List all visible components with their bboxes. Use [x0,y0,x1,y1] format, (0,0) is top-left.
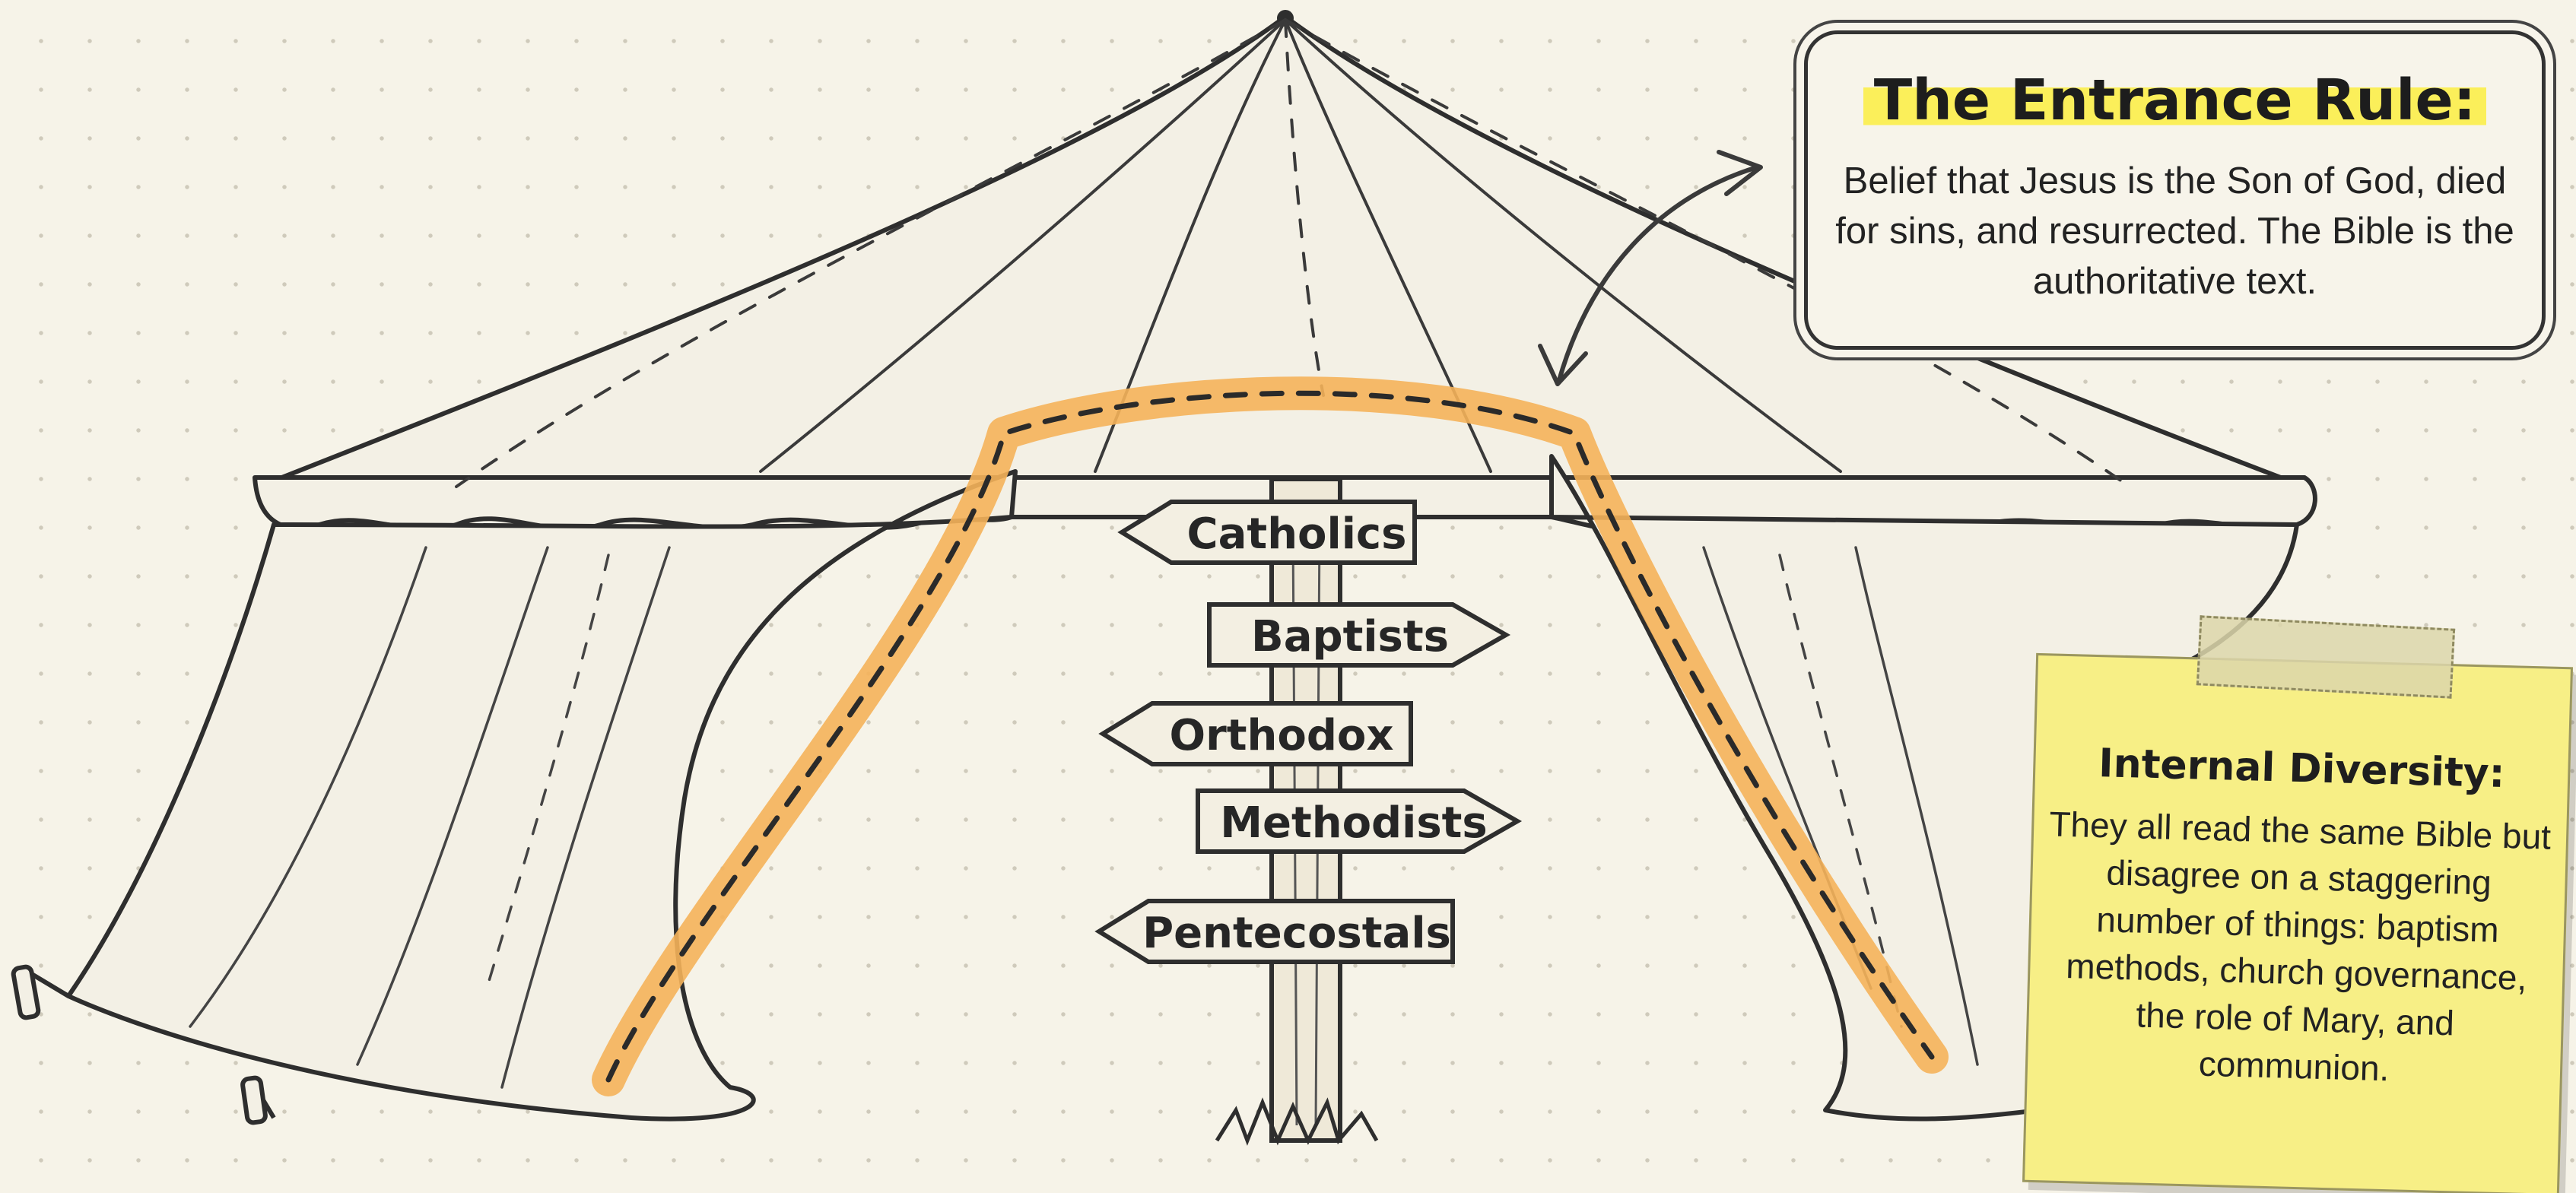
sticky-note: Internal Diversity: They all read the sa… [2022,653,2573,1193]
sign-label: Pentecostals [1142,909,1451,958]
callout-title: The Entrance Rule: [1808,68,2542,133]
callout-body: Belief that Jesus is the Son of God, die… [1831,156,2519,306]
sign-label: Baptists [1251,612,1449,662]
sign-label: Orthodox [1169,711,1393,760]
sign-label: Methodists [1220,798,1488,848]
sign-label: Catholics [1187,509,1407,559]
note-body: They all read the same Bible but disagre… [2042,800,2552,1096]
tent-left-curtain [68,471,1015,1119]
tape-strip [2196,615,2455,698]
signpost: Catholics Baptists Orthodox Methodists P… [1099,479,1517,1141]
note-title: Internal Diversity: [2035,739,2568,798]
entrance-rule-callout: The Entrance Rule: Belief that Jesus is … [1804,30,2546,350]
